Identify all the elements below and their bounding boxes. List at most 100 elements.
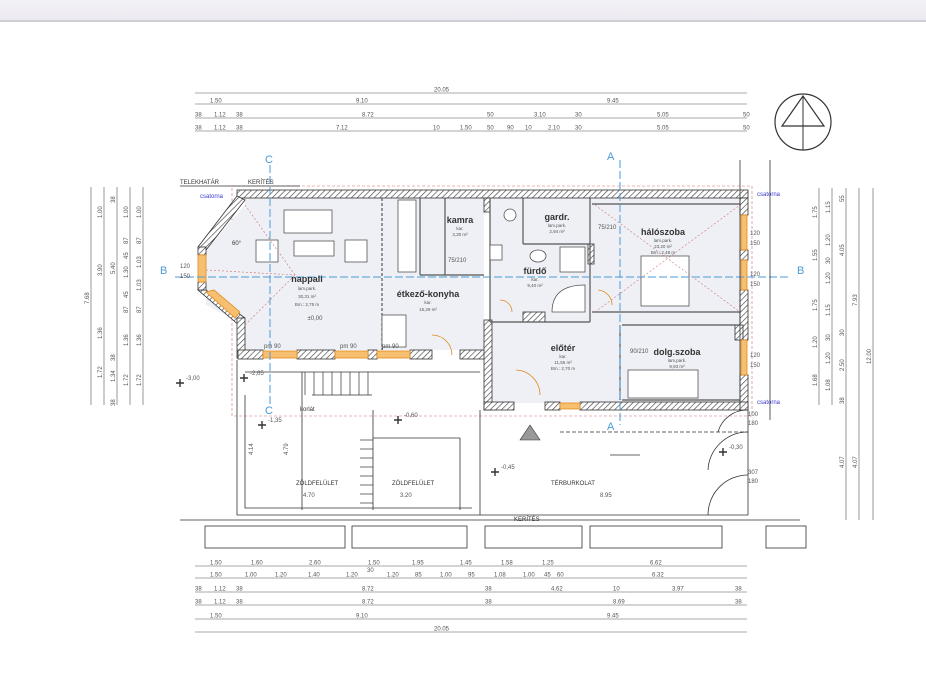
dim-left-label: 1.00: [137, 206, 143, 218]
dim-left-label: 87: [124, 306, 130, 313]
room-height: Bm.: 2,70 m: [551, 366, 576, 371]
desk: [627, 369, 699, 399]
dim-right-label: 1.20: [826, 234, 832, 246]
dimension-label: 4.79: [284, 443, 290, 455]
sink: [529, 249, 547, 263]
dim-left-label: 1.72: [98, 366, 104, 378]
room-height: Bm.: 2,75 m: [295, 302, 320, 307]
dim-top-label: 10: [525, 126, 532, 132]
room-name: kamra: [447, 215, 475, 225]
level-cross-icon: [258, 421, 266, 429]
dim-top-label: 2.10: [548, 126, 560, 132]
level-cross-icon: [176, 379, 184, 387]
dim-left-label: 87: [137, 237, 143, 244]
armchair: [255, 239, 279, 263]
dim-bottom-label: 1.60: [251, 561, 263, 567]
dim-top-label: 38: [236, 113, 243, 119]
dim-top-label: 38: [195, 126, 202, 132]
dim-left-label: 38: [111, 399, 117, 406]
dim-top-label: 9.10: [356, 99, 368, 105]
dim-top-label: 10: [433, 126, 440, 132]
level-mark: -0,45: [491, 465, 515, 476]
dim-bottom-label: 38: [735, 600, 742, 606]
dimension-label: 8.95: [600, 493, 612, 499]
dim-bottom-label: 38: [485, 587, 492, 593]
dim-left-label: 38: [111, 196, 117, 203]
dim-bottom-label: 20.05: [434, 627, 450, 633]
room-floor: kar.: [531, 277, 538, 282]
dim-bottom-label: 8.72: [362, 600, 374, 606]
dim-right-label: 1.08: [826, 379, 832, 391]
dim-right-label: 1.75: [813, 299, 819, 311]
dim-bottom-label: 8.69: [613, 600, 625, 606]
dim-right-label: 2.50: [840, 359, 846, 371]
furniture: [255, 199, 699, 399]
property-boundary-label: TELEKHATÁR: [180, 179, 220, 186]
dim-bottom-label: 1.50: [210, 573, 222, 579]
diagonal-guides: [205, 204, 741, 326]
room-name: gardr.: [544, 212, 569, 222]
stairs: [304, 372, 373, 504]
dim-bottom-label: 1.20: [387, 573, 399, 579]
dim-right-label: 1.20: [813, 336, 819, 348]
dim-left-label: 3.90: [98, 264, 104, 276]
room-area: 15,29 m²: [419, 307, 437, 312]
section-label-c-top: C: [265, 154, 273, 166]
coffee-table: [293, 240, 335, 257]
level-value: -0,30: [729, 445, 743, 451]
section-lines: [175, 160, 790, 425]
dim-right-label: 7.93: [853, 294, 859, 306]
dim-top-label: 1.12: [214, 126, 226, 132]
dim-right-label: 1.15: [826, 304, 832, 316]
dim-top-label: 1.50: [460, 126, 472, 132]
gate-size-label: 100: [748, 412, 759, 418]
dim-top-label: 9.45: [607, 99, 619, 105]
dim-top-label: 3.10: [534, 113, 546, 119]
dim-top-label: 5.05: [657, 113, 669, 119]
green-area-label: ZÖLDFELÜLET: [296, 480, 339, 487]
terrace: [236, 360, 749, 516]
dim-bottom-label: 38: [735, 587, 742, 593]
level-mark: -1,35: [258, 418, 282, 429]
dim-left-label: 1.30: [124, 266, 130, 278]
room-dolgszoba: dolg.szoba lam.park. 9,93 m²: [654, 347, 702, 369]
sofa: [283, 209, 333, 234]
dim-bottom-label: 8.72: [362, 587, 374, 593]
dim-left-label: 1.00: [98, 206, 104, 218]
dim-left-label: 5.40: [111, 262, 117, 274]
dim-bottom-label: 1.12: [214, 600, 226, 606]
level-mark: -0,60: [394, 413, 418, 424]
door-size-label: 90/210: [630, 349, 649, 355]
dim-top-label: 38: [195, 113, 202, 119]
gutter-label: csatorna: [757, 192, 781, 198]
room-floor: kar.: [559, 354, 566, 359]
dimension-label: 4.70: [303, 493, 315, 499]
room-gardr: gardr. lam.park. 2,94 m²: [544, 212, 569, 234]
dim-bottom-label: 38: [236, 587, 243, 593]
room-area: 3,30 m²: [452, 232, 468, 237]
dim-bottom-label: 1.20: [346, 573, 358, 579]
window-size-label: 120: [180, 264, 191, 270]
dim-bottom-label: 45: [544, 573, 551, 579]
shower: [559, 246, 586, 273]
dimension-label: 4.14: [249, 443, 255, 455]
room-area: 9,93 m²: [669, 364, 685, 369]
dim-right-label: 1.15: [826, 201, 832, 213]
dim-top-label: 90: [507, 126, 514, 132]
level-cross-icon: [719, 448, 727, 456]
fence-label-top: KERÍTÉS: [248, 179, 274, 186]
dim-bottom-label: 30: [367, 568, 374, 574]
dim-bottom-label: 1.40: [308, 573, 320, 579]
dim-left-label: 38: [111, 354, 117, 361]
dim-left-label: 45: [124, 252, 130, 259]
dim-right-label: 4.07: [853, 456, 859, 468]
window-sill-label: pm 90: [340, 344, 357, 350]
dim-top-label: 30: [575, 126, 582, 132]
dim-bottom-label: 1.08: [494, 573, 506, 579]
section-label-c-bottom: C: [265, 405, 273, 417]
window-size-label: 150: [750, 241, 761, 247]
room-name: dolg.szoba: [654, 347, 702, 357]
dim-right-label: 1.75: [813, 206, 819, 218]
dim-left-label: 1.00: [124, 206, 130, 218]
